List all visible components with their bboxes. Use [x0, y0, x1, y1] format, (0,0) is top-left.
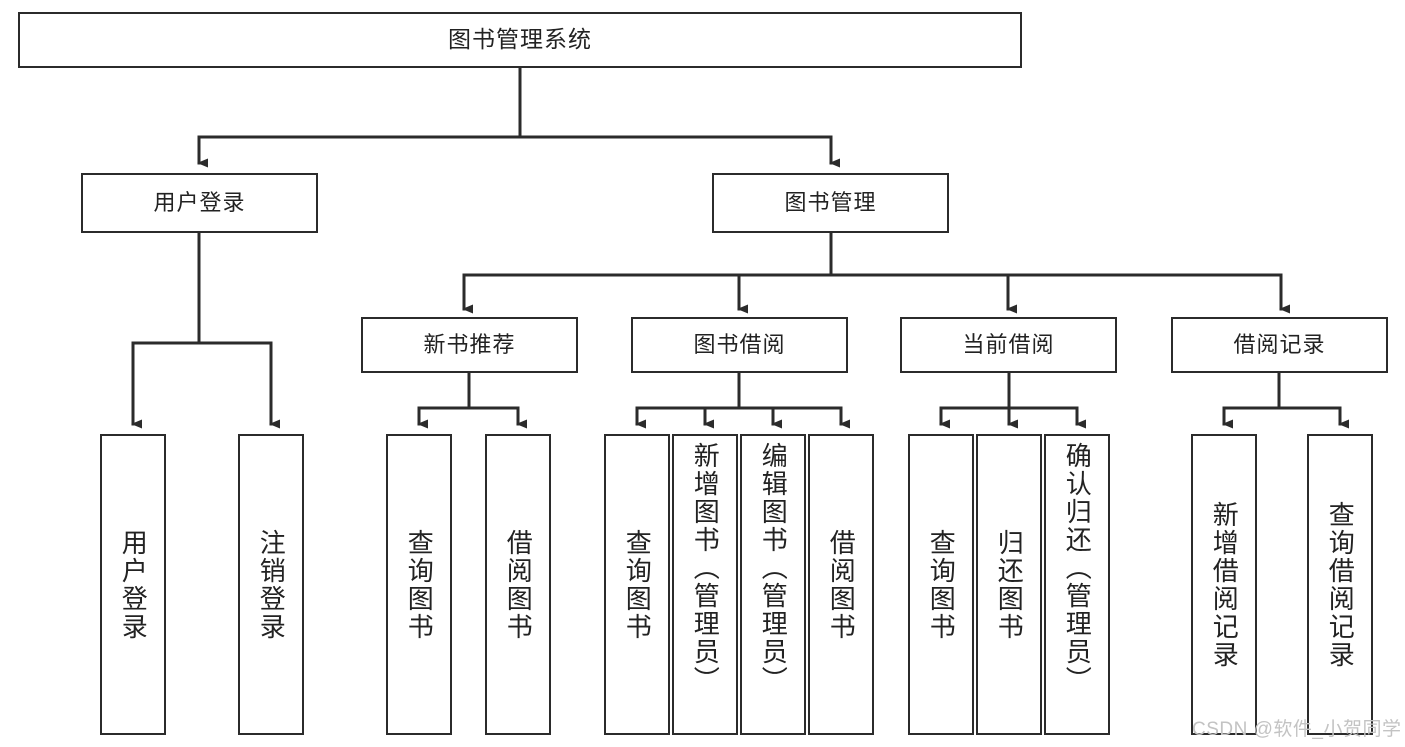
node-user-login-label: 用户登录: [153, 190, 246, 216]
node-leaf-query-book-1-label: 查询图书: [404, 528, 435, 641]
node-leaf-user-login[interactable]: 用户登录: [100, 434, 166, 735]
node-leaf-borrow-book-1-label: 借阅图书: [503, 528, 534, 641]
node-leaf-borrow-book-2[interactable]: 借阅图书: [808, 434, 874, 735]
node-leaf-edit-book[interactable]: 编辑图书（管理员）: [740, 434, 806, 735]
node-root-label: 图书管理系统: [448, 26, 592, 53]
node-leaf-query-record-label: 查询借阅记录: [1325, 500, 1356, 669]
node-leaf-query-book-1[interactable]: 查询图书: [386, 434, 452, 735]
node-new-book-recommend[interactable]: 新书推荐: [361, 317, 578, 373]
node-leaf-add-book[interactable]: 新增图书（管理员）: [672, 434, 738, 735]
node-leaf-confirm-return-label: 确认归还（管理员）: [1062, 442, 1093, 694]
csdn-watermark-text: CSDN @软件_小贺同学: [1192, 719, 1402, 740]
node-leaf-edit-book-label: 编辑图书（管理员）: [758, 442, 789, 694]
node-leaf-query-record[interactable]: 查询借阅记录: [1307, 434, 1373, 735]
node-leaf-add-record-label: 新增借阅记录: [1209, 500, 1240, 669]
node-book-manage[interactable]: 图书管理: [712, 173, 949, 233]
node-leaf-borrow-book-1[interactable]: 借阅图书: [485, 434, 551, 735]
node-leaf-query-book-3-label: 查询图书: [926, 528, 957, 641]
node-borrow-record-label: 借阅记录: [1233, 332, 1326, 358]
node-user-login[interactable]: 用户登录: [81, 173, 318, 233]
node-new-book-recommend-label: 新书推荐: [423, 332, 516, 358]
node-current-borrow[interactable]: 当前借阅: [900, 317, 1117, 373]
node-leaf-query-book-2[interactable]: 查询图书: [604, 434, 670, 735]
node-root[interactable]: 图书管理系统: [18, 12, 1022, 68]
node-leaf-query-book-2-label: 查询图书: [622, 528, 653, 641]
node-book-borrow[interactable]: 图书借阅: [631, 317, 848, 373]
node-leaf-return-book-label: 归还图书: [994, 528, 1025, 641]
node-leaf-logout[interactable]: 注销登录: [238, 434, 304, 735]
node-current-borrow-label: 当前借阅: [962, 332, 1055, 358]
node-leaf-query-book-3[interactable]: 查询图书: [908, 434, 974, 735]
node-leaf-user-login-label: 用户登录: [118, 528, 149, 641]
node-leaf-return-book[interactable]: 归还图书: [976, 434, 1042, 735]
node-book-borrow-label: 图书借阅: [693, 332, 786, 358]
node-leaf-confirm-return[interactable]: 确认归还（管理员）: [1044, 434, 1110, 735]
node-leaf-borrow-book-2-label: 借阅图书: [826, 528, 857, 641]
node-book-manage-label: 图书管理: [784, 190, 877, 216]
node-leaf-logout-label: 注销登录: [256, 528, 287, 641]
node-leaf-add-book-label: 新增图书（管理员）: [690, 442, 721, 694]
csdn-watermark: CSDN @软件_小贺同学: [1192, 714, 1401, 741]
node-borrow-record[interactable]: 借阅记录: [1171, 317, 1388, 373]
node-leaf-add-record[interactable]: 新增借阅记录: [1191, 434, 1257, 735]
